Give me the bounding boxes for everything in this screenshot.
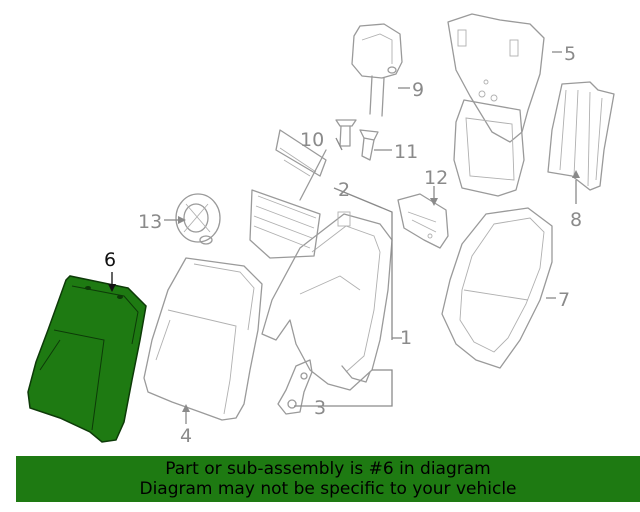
callout-7: 7 xyxy=(558,289,570,311)
callout-13: 13 xyxy=(138,211,162,233)
callout-10: 10 xyxy=(300,129,324,151)
callout-5: 5 xyxy=(564,43,576,65)
banner-line-disclaimer: Diagram may not be specific to your vehi… xyxy=(139,479,517,499)
leader-lines xyxy=(108,51,580,424)
callout-11: 11 xyxy=(394,141,418,163)
banner-line-part: Part or sub-assembly is #6 in diagram xyxy=(165,459,491,479)
callout-3: 3 xyxy=(314,397,326,419)
leader-2 xyxy=(333,187,393,340)
part-13-knob[interactable] xyxy=(175,193,221,245)
callout-9: 9 xyxy=(412,79,424,101)
info-banner: Part or sub-assembly is #6 in diagram Di… xyxy=(16,456,640,502)
callout-6: 6 xyxy=(104,249,116,271)
part-10-guide[interactable] xyxy=(335,119,357,147)
part-5-rear-frame[interactable] xyxy=(447,13,545,143)
part-1-seat-frame[interactable] xyxy=(261,211,393,391)
part-3-recliner-bracket[interactable] xyxy=(277,359,313,415)
callout-1: 1 xyxy=(400,327,412,349)
part-9-headrest[interactable] xyxy=(351,23,403,117)
callout-4: 4 xyxy=(180,425,192,447)
callout-8: 8 xyxy=(570,209,582,231)
seat-parts-diagram: 1 2 3 4 5 6 7 8 9 10 11 12 13 xyxy=(27,13,615,447)
part-4-seatback-cushion[interactable] xyxy=(143,257,263,421)
part-2-lumbar-support[interactable] xyxy=(249,129,327,259)
part-6-seatback-panel[interactable] xyxy=(27,275,147,443)
leader-1 xyxy=(312,369,393,407)
part-7-back-shell[interactable] xyxy=(441,207,553,369)
leader-10 xyxy=(335,137,343,151)
part-12-bracket[interactable] xyxy=(397,193,449,249)
callout-2: 2 xyxy=(338,179,350,201)
part-5-back-board[interactable] xyxy=(453,99,525,197)
part-11-guide[interactable] xyxy=(359,129,379,161)
part-8-side-bolster[interactable] xyxy=(547,81,615,191)
callout-12: 12 xyxy=(424,167,448,189)
